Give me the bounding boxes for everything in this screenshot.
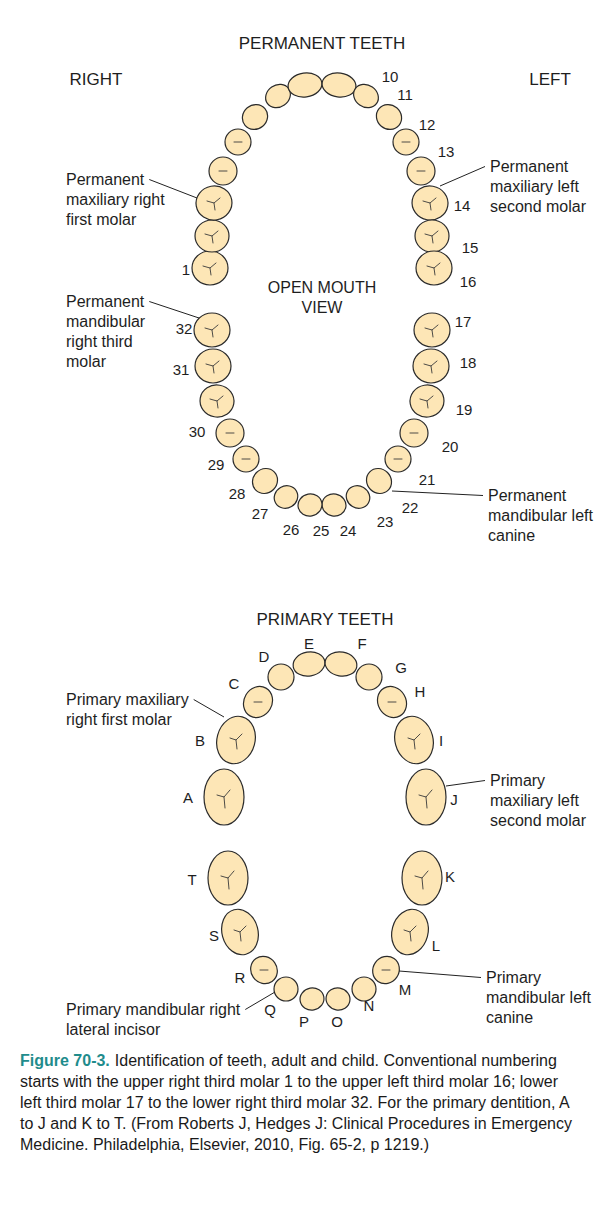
callout-label: Permanent mandibular left canine <box>488 486 596 546</box>
callout-number: L <box>432 936 440 956</box>
tooth <box>342 481 374 512</box>
callout-number: 17 <box>455 312 472 332</box>
callout-label: Primary mandibular left canine <box>486 968 596 1028</box>
callout-number: 22 <box>402 498 419 518</box>
callout-number: 19 <box>456 400 473 420</box>
callout-number: B <box>195 731 205 751</box>
callout-number: K <box>445 867 455 887</box>
callout-number: I <box>439 731 443 751</box>
tooth <box>323 649 359 678</box>
callout-number: O <box>331 1012 343 1032</box>
heading-label: PRIMARY TEETH <box>257 610 394 630</box>
callout-number: 27 <box>252 504 269 524</box>
callout-label: Primary mandibular right lateral incisor <box>66 1000 241 1040</box>
callout-label: Permanent maxiliary left second molar <box>490 157 595 217</box>
callout-label: Primary maxiliary left second molar <box>490 771 595 831</box>
callout-number: 14 <box>454 196 471 216</box>
callout-number: T <box>187 870 196 890</box>
callout-number: E <box>304 634 314 654</box>
tooth-groove <box>203 142 440 970</box>
callout-number: 12 <box>419 115 436 135</box>
callout-number: 29 <box>208 455 225 475</box>
leader-line <box>446 781 485 787</box>
callout-number: S <box>209 926 219 946</box>
callout-number: 24 <box>340 521 357 541</box>
callout-number: 21 <box>419 470 436 490</box>
callout-number: G <box>395 658 407 678</box>
callout-number: 10 <box>382 67 399 87</box>
callout-number: 25 <box>313 521 330 541</box>
callout-number: 26 <box>283 520 300 540</box>
callout-number: F <box>357 634 366 654</box>
tooth <box>298 986 325 1012</box>
tooth <box>291 649 327 678</box>
callout-number: P <box>299 1012 309 1032</box>
tooth <box>274 977 298 1001</box>
callout-number: 11 <box>397 85 413 105</box>
heading-label: LEFT <box>529 70 571 90</box>
callout-number: 28 <box>229 484 246 504</box>
figure-caption: Figure 70-3.Identification of teeth, adu… <box>20 1050 578 1155</box>
tooth <box>349 80 383 113</box>
heading-label: RIGHT <box>70 70 123 90</box>
leader-line <box>194 700 224 718</box>
callout-number: A <box>183 788 193 808</box>
callout-number: 30 <box>189 422 206 442</box>
heading-label: PERMANENT TEETH <box>239 34 406 54</box>
figure-number: Figure 70-3. <box>20 1052 110 1069</box>
leader-line <box>392 491 483 496</box>
callout-label: Primary maxiliary right first molar <box>66 690 216 730</box>
tooth <box>320 71 357 99</box>
callout-number: C <box>229 674 240 694</box>
callout-number: 13 <box>438 142 455 162</box>
callout-number: H <box>415 682 426 702</box>
callout-number: 23 <box>377 512 394 532</box>
callout-label: Permanent maxiliary right first molar <box>66 170 176 230</box>
callout-number: N <box>364 996 375 1016</box>
callout-label: Permanent mandibular right third molar <box>66 292 176 372</box>
leader-line <box>149 302 199 319</box>
callout-number: R <box>235 968 246 988</box>
tooth <box>286 71 323 99</box>
tooth <box>356 664 382 690</box>
callout-number: 18 <box>460 353 477 373</box>
leader-line <box>440 167 485 187</box>
callout-number: 32 <box>176 319 193 339</box>
leader-line <box>399 971 481 978</box>
callout-number: 20 <box>442 437 459 457</box>
callout-number: Q <box>264 1000 276 1020</box>
callout-label: OPEN MOUTH VIEW <box>257 278 387 318</box>
tooth <box>296 492 323 518</box>
callout-number: J <box>450 790 458 810</box>
tooth <box>268 664 294 690</box>
tooth <box>237 99 272 134</box>
callout-number: 16 <box>460 272 477 292</box>
tooth <box>324 986 351 1012</box>
callout-number: 1 <box>182 260 190 280</box>
callout-number: D <box>259 647 270 667</box>
callout-number: 31 <box>173 360 190 380</box>
callout-number: M <box>399 980 412 1000</box>
tooth <box>320 492 347 518</box>
callout-number: 15 <box>462 238 479 258</box>
